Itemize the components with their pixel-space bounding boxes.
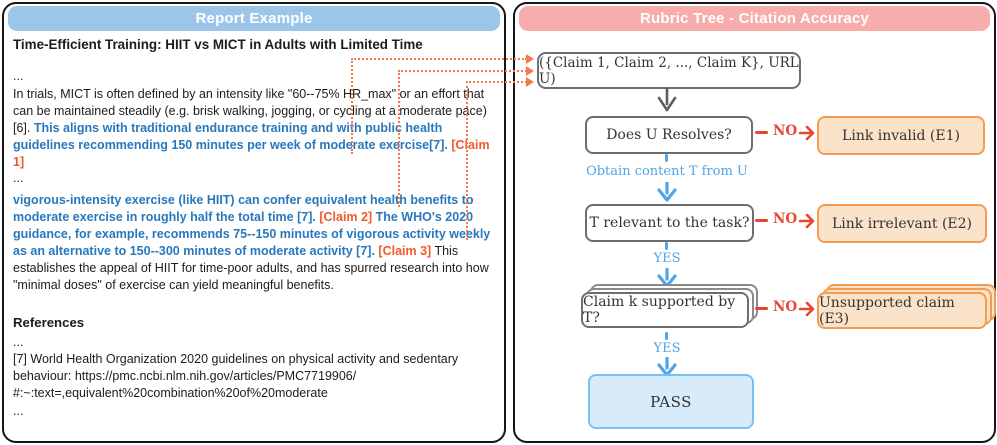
rubric-tree-header-label: Rubric Tree - Citation Accuracy [639, 10, 870, 27]
claim1-connector-vertical [351, 58, 353, 154]
no-arrow-icon-2 [799, 213, 815, 229]
error-node-link-irrelevant: Link irrelevant (E2) [817, 204, 987, 243]
no-arrow-icon-3 [799, 301, 815, 317]
claim3-connector-vertical [466, 81, 468, 240]
ellipsis-2: ... [13, 171, 24, 185]
report-paragraph-1: In trials, MICT is often defined by an i… [13, 87, 490, 169]
no-label-1: NO [773, 123, 798, 139]
question-node-url-resolves: Does U Resolves? [585, 116, 753, 154]
error-node-unsupported: Unsupported claim (E3) [817, 292, 987, 329]
question-node-t-relevant: T relevant to the task? [585, 204, 754, 242]
rubric-tree-header: Rubric Tree - Citation Accuracy [519, 6, 990, 31]
no-edge-dash-2 [755, 219, 768, 222]
down-arrow-icon [657, 88, 677, 112]
edge-label-obtain-content: Obtain content T from U [586, 164, 748, 179]
claim3-connector-horizontal [466, 81, 527, 83]
report-example-header: Report Example [8, 6, 500, 31]
no-arrow-icon-1 [799, 125, 815, 141]
no-edge-dash-3 [755, 307, 768, 310]
question-node-claim-supported-stack: Claim k supported by T? [581, 284, 763, 328]
error-node-unsupported-stack: Unsupported claim (E3) [817, 284, 997, 329]
yes-edge-dash-2 [665, 242, 668, 250]
report-example-header-label: Report Example [195, 10, 313, 27]
no-edge-dash-1 [755, 131, 768, 134]
report-example-panel: Report Example Time-Efficient Training: … [2, 2, 506, 443]
reference-entry: [7] World Health Organization 2020 guide… [13, 352, 459, 400]
no-label-3: NO [773, 299, 798, 315]
references-heading: References [13, 315, 85, 330]
rubric-tree-panel: Rubric Tree - Citation Accuracy ({Claim … [513, 2, 996, 443]
no-label-2: NO [773, 211, 798, 227]
pass-node: PASS [588, 374, 754, 429]
yes-label-3: YES [653, 341, 681, 356]
question-node-claim-supported: Claim k supported by T? [581, 292, 749, 328]
claim2-connector-vertical [398, 70, 400, 207]
claim2-connector-arrowhead-icon [526, 66, 534, 76]
yes-label-2: YES [653, 251, 681, 266]
ellipsis-1: ... [13, 69, 24, 83]
report-title: Time-Efficient Training: HIIT vs MICT in… [13, 37, 423, 52]
ellipsis-4: ... [13, 404, 24, 418]
claim-set-input-node: ({Claim 1, Claim 2, ..., Claim K}, URL U… [537, 52, 801, 89]
yes-edge-dash-3 [665, 332, 668, 340]
report-paragraph-2: vigorous-intensity exercise (like HIIT) … [13, 193, 491, 292]
claim3-connector-arrowhead-icon [526, 77, 534, 87]
claim2-connector-horizontal [398, 70, 527, 72]
claim1-connector-horizontal [351, 58, 527, 60]
error-node-link-invalid: Link invalid (E1) [817, 116, 985, 155]
claim1-connector-arrowhead-icon [526, 54, 534, 64]
yes-arrow-icon-1 [657, 182, 677, 202]
ellipsis-3: ... [13, 335, 24, 349]
yes-edge-dash-1 [665, 154, 668, 162]
